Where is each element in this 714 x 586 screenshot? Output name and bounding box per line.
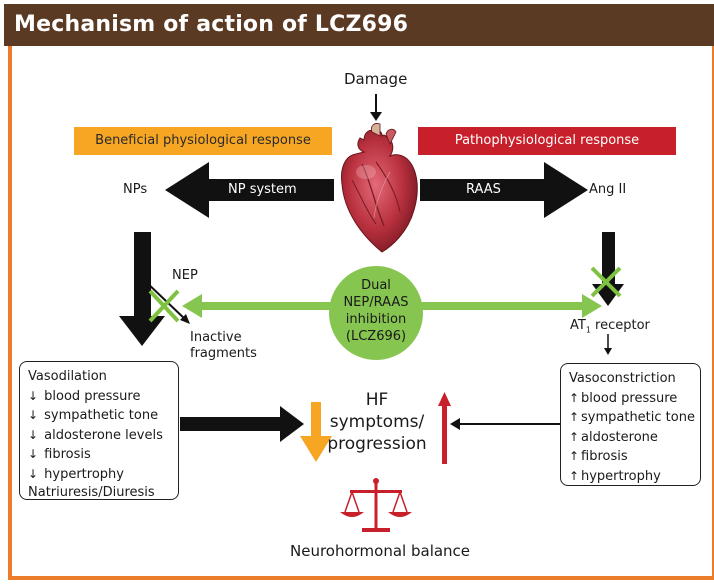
diagram-graphics [119,94,624,532]
scales-icon [340,478,412,532]
heart-icon [341,123,418,253]
effect-text: sympathetic tone [581,410,695,425]
up-small-arrow-icon: ↑ [569,410,580,424]
inactive-fragments-line2: fragments [190,346,257,361]
effect-text: fibrosis [44,447,91,462]
effect-text: blood pressure [581,390,678,406]
dual-line-4: (LCZ696) [345,329,407,344]
nep-label: NEP [172,268,198,283]
raas-label: RAAS [466,182,501,197]
hf-progression-label: HF symptoms/ progression [322,389,432,455]
ang-ii-label: Ang II [589,182,627,197]
list-item: ↓ aldosterone levels [28,426,170,446]
up-small-arrow-icon: ↑ [569,429,580,444]
np-system-arrow [165,162,334,218]
down-small-arrow-icon: ↓ [28,447,39,461]
nep-arrow [143,279,190,324]
list-item: ↓ sympathetic tone [28,406,170,426]
vasodilation-box: Vasodilation ↓ blood pressure ↓ sympathe… [19,361,179,500]
at1-prefix: AT [570,318,586,333]
np-system-label: NP system [228,182,297,197]
pathophysiological-response-label: Pathophysiological response [418,127,676,155]
hf-line-1: HF [365,390,389,410]
down-small-arrow-icon: ↓ [28,408,39,422]
inhibition-double-arrow [182,294,602,318]
effect-text: blood pressure [44,388,141,404]
list-item: ↓ hypertrophy [28,465,170,485]
list-item: ↓ blood pressure [28,387,170,407]
effect-text: aldosterone levels [44,427,163,443]
effect-text: aldosterone [581,429,658,445]
list-item: ↑hypertrophy [569,467,692,487]
damage-label: Damage [344,70,408,88]
left-inhibit-x-icon [148,289,180,323]
dual-line-1: Dual [361,278,391,293]
inactive-fragments-line1: Inactive [190,330,242,345]
dual-inhibition-circle: Dual NEP/RAAS inhibition (LCZ696) [329,266,423,360]
damage-arrow [370,94,382,121]
at1-arrow [604,334,612,355]
list-item: ↑blood pressure [569,389,692,409]
down-small-arrow-icon: ↓ [28,427,39,442]
vasoconstriction-to-hf-arrow [450,418,560,430]
nps-label: NPs [123,182,148,197]
dual-line-3: inhibition [345,312,407,327]
vasoconstriction-box: Vasoconstriction ↑blood pressure ↑sympat… [560,363,701,486]
raas-arrow [420,162,588,218]
list-item: ↑sympathetic tone [569,408,695,428]
up-arrow-icon [438,392,451,464]
hf-line-3: progression [327,434,427,454]
effect-text: hypertrophy [44,466,124,482]
list-item: ↓ fibrosis [28,445,170,465]
beneficial-response-label: Beneficial physiological response [74,127,332,155]
up-small-arrow-icon: ↑ [569,390,580,405]
list-item: ↑fibrosis [569,447,692,467]
effect-text: fibrosis [581,449,628,464]
vasodilation-to-hf-arrow [180,406,304,442]
list-item: ↑aldosterone [569,428,692,448]
effect-text: hypertrophy [581,468,661,484]
neurohormonal-balance-label: Neurohormonal balance [290,542,471,560]
at1-subscript: 1 [585,325,591,335]
page-title: Mechanism of action of LCZ696 [14,12,409,37]
at1-suffix: receptor [590,318,650,333]
down-small-arrow-icon: ↓ [28,388,39,403]
right-inhibit-x-icon [590,266,622,298]
dual-line-2: NEP/RAAS [343,295,409,310]
title-bar: Mechanism of action of LCZ696 [4,4,714,46]
down-arrow-icon [300,402,332,462]
effect-text: sympathetic tone [44,408,159,423]
down-small-arrow-icon: ↓ [28,466,39,481]
vasodilation-heading: Vasodilation [28,369,107,384]
vasoconstriction-heading: Vasoconstriction [569,371,676,386]
left-down-arrow [119,232,165,346]
up-small-arrow-icon: ↑ [569,468,580,483]
at1-receptor-label: AT1 receptor [570,318,650,335]
natriuresis-label: Natriuresis/Diuresis [28,485,155,500]
up-small-arrow-icon: ↑ [569,449,580,463]
hf-line-2: symptoms/ [329,412,425,432]
